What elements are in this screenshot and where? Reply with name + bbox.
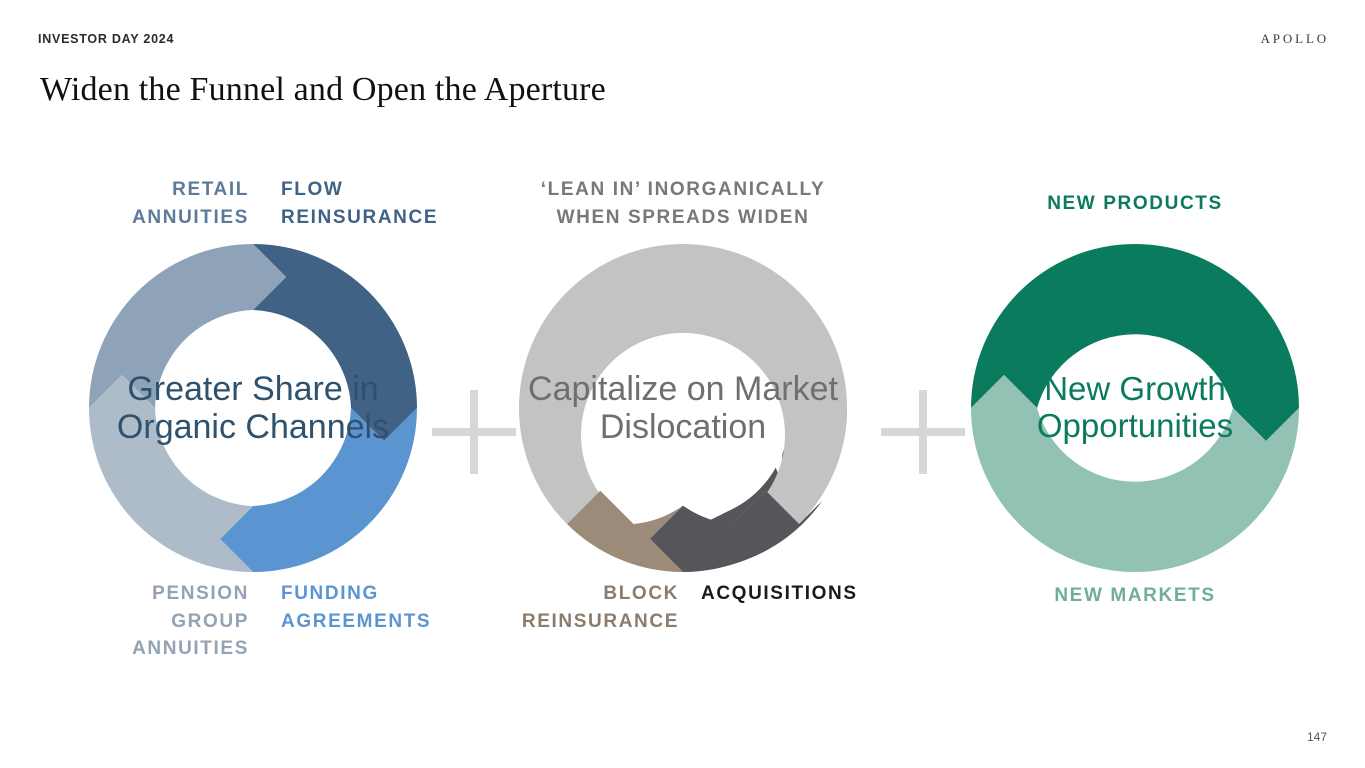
- cluster-organic-channels: RETAIL ANNUITIES FLOW REINSURANCE PENSIO…: [43, 150, 463, 680]
- donut-organic-channels: Greater Share in Organic Channels: [83, 238, 423, 578]
- label-new-markets: NEW MARKETS: [1054, 585, 1216, 606]
- plus-sign-2: [881, 390, 965, 474]
- label-retail-annuities: RETAIL ANNUITIES: [132, 179, 249, 228]
- segment-lean-in-spread: [518, 243, 848, 525]
- segment-retail-annuities: [89, 244, 286, 408]
- label-lean-in-inorganically: ‘LEAN IN’ INORGANICALLY WHEN SPREADS WID…: [540, 179, 826, 228]
- segment-flow-reinsurance: [253, 244, 417, 441]
- segment-new-products: [971, 244, 1299, 441]
- eyebrow-investor-day: INVESTOR DAY 2024: [38, 32, 175, 46]
- label-block-reinsurance: BLOCK REINSURANCE: [521, 583, 679, 632]
- label-funding-agreements: FUNDING AGREEMENTS: [281, 583, 432, 632]
- segment-funding-agreements: [220, 408, 417, 572]
- segment-acquisitions-wedge: [649, 490, 799, 572]
- donut-market-dislocation: Capitalize on Market Dislocation: [513, 238, 853, 578]
- cluster-market-dislocation: ‘LEAN IN’ INORGANICALLY WHEN SPREADS WID…: [473, 150, 893, 680]
- plus-sign-1: [432, 390, 516, 474]
- segment-new-markets: [971, 375, 1299, 572]
- label-flow-reinsurance: FLOW REINSURANCE: [281, 179, 439, 228]
- segment-block-reinsurance-wedge: [567, 490, 683, 572]
- plus-vertical-bar: [919, 390, 927, 474]
- donut-new-growth: New Growth Opportunities: [965, 238, 1305, 578]
- apollo-logo-wordmark: APOLLO: [1260, 31, 1329, 46]
- label-new-products: NEW PRODUCTS: [1047, 193, 1223, 214]
- cluster-new-growth: NEW PRODUCTS NEW MARKETS New Growth Oppo…: [925, 150, 1345, 680]
- label-acquisitions: ACQUISITIONS: [701, 583, 858, 604]
- plus-vertical-bar: [470, 390, 478, 474]
- three-pillar-diagram: RETAIL ANNUITIES FLOW REINSURANCE PENSIO…: [0, 150, 1365, 680]
- label-pension-group-annuities: PENSION GROUP ANNUITIES: [132, 583, 249, 660]
- segment-pension-group-annuities: [89, 375, 253, 572]
- page-number: 147: [1306, 730, 1327, 744]
- page-title: Widen the Funnel and Open the Aperture: [40, 70, 606, 108]
